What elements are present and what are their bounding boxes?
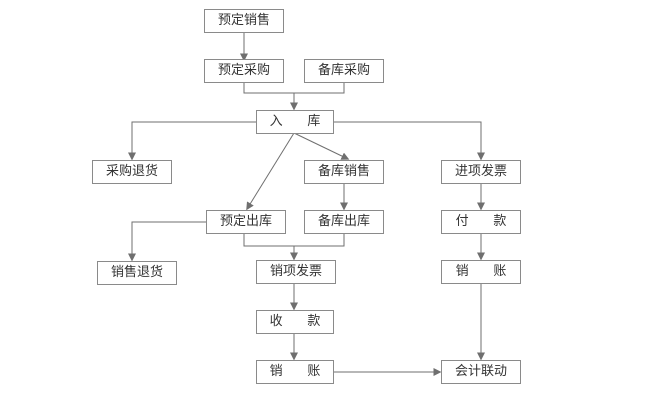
- node-prepurchase: 预定采购: [204, 59, 284, 83]
- node-stock-in: 入 库: [256, 110, 334, 134]
- node-stock-sale-label: 备库销售: [317, 164, 370, 179]
- node-stock-out-label: 备库出库: [317, 214, 370, 229]
- node-stock-sale: 备库销售: [304, 160, 384, 184]
- node-payment: 付 款: [441, 210, 521, 234]
- node-stock-purchase-label: 备库采购: [317, 63, 370, 78]
- arrow-stockin-to-stocksale: [293, 132, 350, 160]
- node-purchase-return-label: 采购退货: [105, 164, 158, 179]
- arrow-stockin-to-purchase-return: [128, 121, 256, 161]
- node-sales-return: 销售退货: [97, 261, 177, 285]
- node-payment-label: 付 款: [455, 214, 507, 229]
- node-writeoff-bottom: 销 账: [256, 360, 334, 384]
- node-output-invoice: 销项发票: [256, 260, 336, 284]
- node-input-invoice-label: 进项发票: [454, 164, 507, 179]
- node-presale-label: 预定销售: [217, 13, 270, 28]
- node-preorder-out: 预定出库: [206, 210, 286, 234]
- node-accounting-linkage-label: 会计联动: [454, 364, 507, 379]
- node-preorder-out-label: 预定出库: [219, 214, 272, 229]
- node-writeoff-right: 销 账: [441, 260, 521, 284]
- arrow-stockout-to-output-invoice: [294, 233, 345, 247]
- node-receipt-label: 收 款: [269, 314, 321, 329]
- node-prepurchase-label: 预定采购: [217, 63, 270, 78]
- node-sales-return-label: 销售退货: [110, 265, 163, 280]
- node-writeoff-right-label: 销 账: [455, 264, 507, 279]
- node-writeoff-bottom-label: 销 账: [269, 364, 321, 379]
- node-input-invoice: 进项发票: [441, 160, 521, 184]
- arrow-stockin-to-preorder-out: [246, 132, 295, 211]
- node-receipt: 收 款: [256, 310, 334, 334]
- node-purchase-return: 采购退货: [92, 160, 172, 184]
- node-accounting-linkage: 会计联动: [441, 360, 521, 384]
- arrow-preorder-out-to-sales-return: [128, 221, 206, 262]
- node-stock-out: 备库出库: [304, 210, 384, 234]
- arrow-stockin-to-input-invoice: [334, 121, 485, 161]
- node-stock-purchase: 备库采购: [304, 59, 384, 83]
- node-output-invoice-label: 销项发票: [269, 264, 322, 279]
- arrow-prepurchase-to-stockin: [243, 83, 298, 111]
- arrow-preorder-out-to-output-invoice: [243, 233, 298, 261]
- arrow-stockpurchase-to-stockin: [294, 83, 345, 94]
- node-presale: 预定销售: [204, 9, 284, 33]
- node-stock-in-label: 入 库: [269, 114, 321, 129]
